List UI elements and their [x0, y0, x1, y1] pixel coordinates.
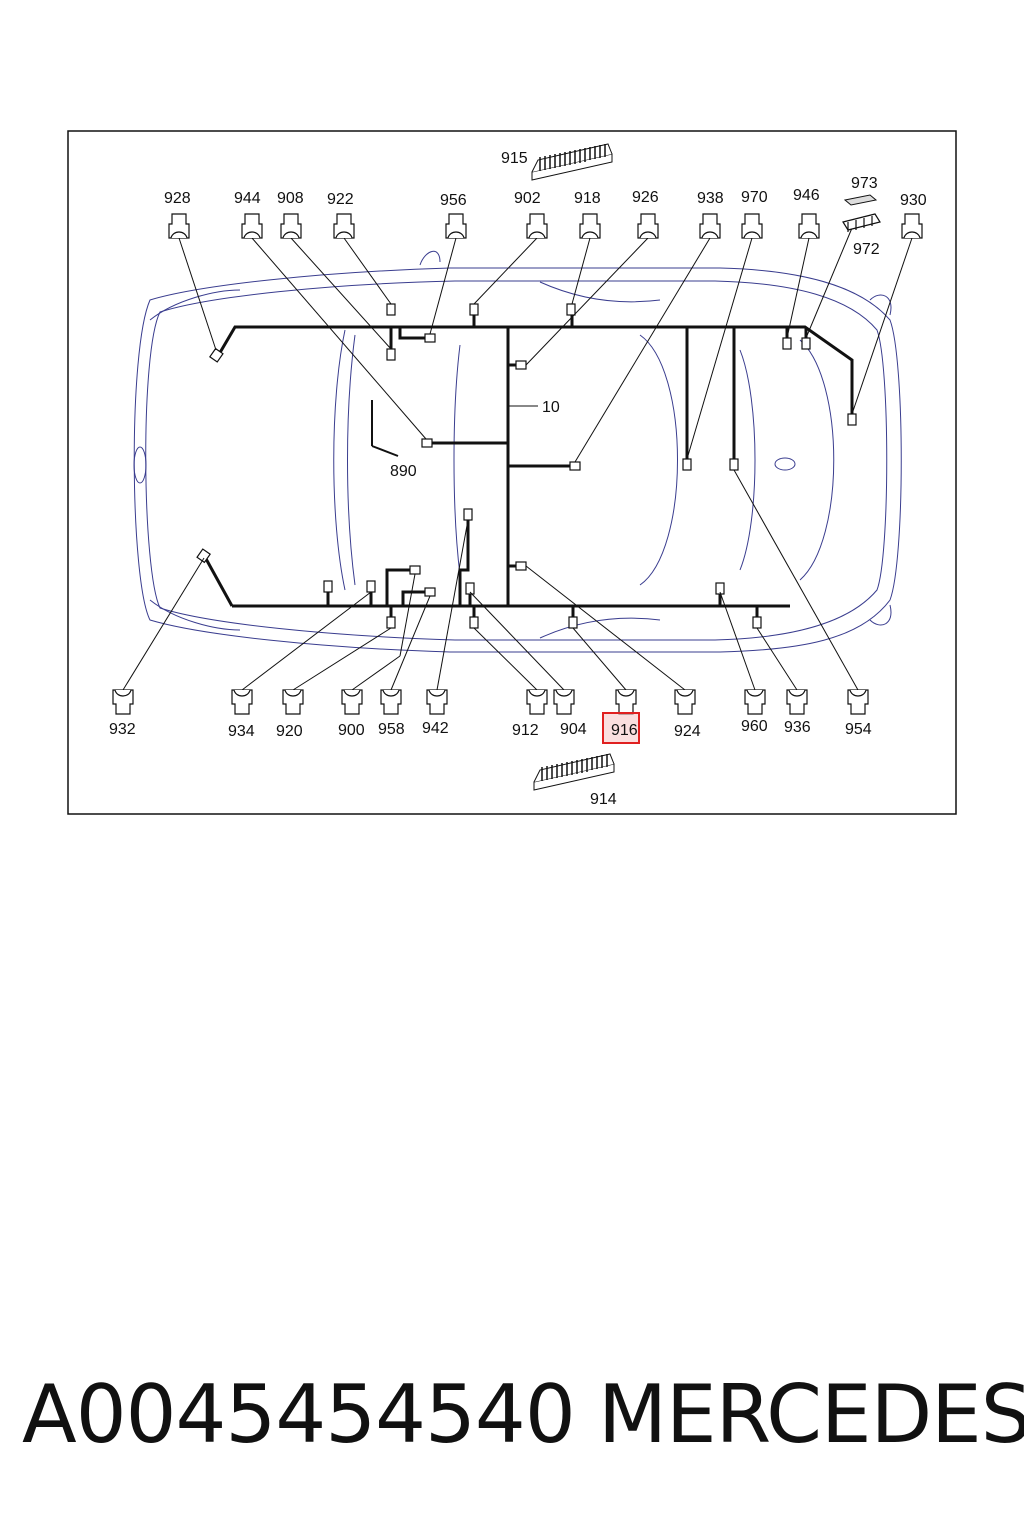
- car-body-outline: [133, 251, 902, 653]
- label-912: 912: [512, 722, 539, 739]
- label-938: 938: [697, 190, 724, 207]
- label-926: 926: [632, 189, 659, 206]
- main-harness: [203, 312, 854, 618]
- label-958: 958: [378, 721, 405, 738]
- label-916: 916: [611, 722, 638, 739]
- label-946: 946: [793, 187, 820, 204]
- top-connector-labels: 928 944 908 922 956 902 918 926 938 970 …: [164, 187, 927, 209]
- label-908: 908: [277, 190, 304, 207]
- label-942: 942: [422, 720, 449, 737]
- label-part-972: 972: [853, 241, 880, 258]
- part-973-icon: [843, 194, 878, 206]
- label-934: 934: [228, 723, 255, 740]
- label-920: 920: [276, 723, 303, 740]
- diagram-frame: [67, 130, 957, 815]
- label-928: 928: [164, 190, 191, 207]
- brand-name: MERCEDES: [598, 1368, 1024, 1461]
- label-954: 954: [845, 721, 872, 738]
- label-part-973: 973: [851, 175, 878, 192]
- part-972-icon: [842, 213, 881, 232]
- block-915-icon: [531, 143, 613, 181]
- label-970: 970: [741, 189, 768, 206]
- label-block-914: 914: [590, 791, 617, 808]
- aux-harness-890: [371, 400, 399, 457]
- harness-plugs: [196, 303, 857, 629]
- label-924: 924: [674, 723, 701, 740]
- label-936: 936: [784, 719, 811, 736]
- label-900: 900: [338, 722, 365, 739]
- label-904: 904: [560, 721, 587, 738]
- top-connector-icons: [168, 213, 923, 239]
- label-930: 930: [900, 192, 927, 209]
- bottom-connector-labels: 932 934 920 900 958 942 912 904 916 924 …: [109, 712, 872, 744]
- wiring-harness-diagram: 10 890: [67, 130, 957, 815]
- label-aux-harness: 890: [390, 463, 417, 480]
- label-956: 956: [440, 192, 467, 209]
- label-main-harness: 10: [542, 399, 560, 416]
- block-914-icon: [533, 753, 615, 791]
- label-902: 902: [514, 190, 541, 207]
- label-922: 922: [327, 191, 354, 208]
- highlight-box-916: [602, 712, 640, 744]
- label-960: 960: [741, 718, 768, 735]
- label-block-915: 915: [501, 150, 528, 167]
- bottom-connector-icons: [112, 689, 869, 715]
- part-number: A0045454540: [22, 1368, 576, 1461]
- label-932: 932: [109, 721, 136, 738]
- label-918: 918: [574, 190, 601, 207]
- label-944: 944: [234, 190, 261, 207]
- leader-lines: [122, 227, 913, 691]
